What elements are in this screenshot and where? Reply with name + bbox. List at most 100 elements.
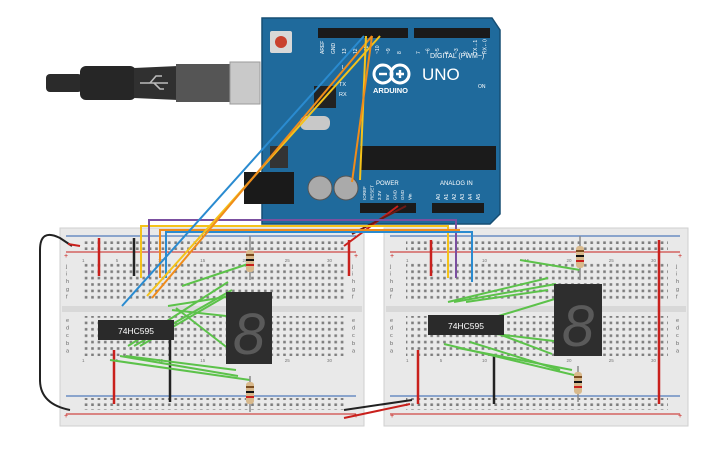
row-letter: j [65, 264, 67, 270]
board-brand: ARDUINO [373, 86, 408, 95]
column-number: 10 [482, 358, 488, 363]
pin-label: RESET [370, 185, 375, 200]
chip-label: 74HC595 [118, 326, 154, 336]
row-letter: j [675, 264, 677, 270]
pin-label: AREF [320, 41, 326, 54]
row-letter: d [66, 326, 69, 332]
column-number: 1 [82, 258, 85, 263]
rail-plus-label: + [64, 413, 68, 420]
column-number: 25 [609, 258, 615, 263]
row-letter: a [676, 348, 680, 354]
row-letter: c [66, 333, 69, 339]
pin-label: RX←0 [483, 39, 489, 54]
row-letter: i [390, 272, 391, 278]
row-letter: i [66, 272, 67, 278]
seven-segment-display-right: 8 [554, 284, 602, 359]
column-number: 20 [567, 258, 573, 263]
column-number: 20 [243, 258, 249, 263]
digital-header-label: DIGITAL (PWM~) [430, 53, 484, 60]
column-number: 5 [440, 358, 443, 363]
pin-label: 7 [416, 51, 422, 54]
atmega-chip [360, 146, 496, 170]
pin-label: A0 [436, 194, 442, 200]
pin-label: GND [400, 189, 405, 200]
display-digit: 8 [562, 294, 594, 359]
pin-label: ~3 [454, 48, 460, 54]
usb-icon [140, 75, 168, 90]
column-number: 1 [406, 358, 409, 363]
pin-label: TX→1 [473, 40, 479, 54]
row-letter: j [351, 264, 353, 270]
column-number: 15 [200, 258, 206, 263]
pin-label: 12 [353, 48, 359, 54]
rx-led-label: RX [339, 92, 347, 98]
pin-label: Vin [408, 193, 413, 200]
row-letter: d [390, 326, 393, 332]
rail-plus-label: + [678, 413, 682, 420]
pin-label: ~9 [386, 48, 392, 54]
column-number: 25 [285, 258, 291, 263]
digital-header-high [318, 28, 408, 38]
row-letter: g [66, 287, 69, 293]
rail-plus-label: + [354, 253, 358, 260]
row-letter: d [676, 326, 679, 332]
crystal [300, 116, 330, 130]
chip-label: 74HC595 [448, 321, 484, 331]
pin-label: GND [392, 189, 397, 200]
row-letter: h [352, 279, 355, 285]
rail-plus-label: + [64, 253, 68, 260]
l-led-label: L [342, 65, 345, 71]
pin-label: ~10 [375, 45, 381, 54]
shift-register-chip-right: 74HC595 [428, 315, 504, 335]
arduino-logo [372, 63, 411, 85]
row-letter: c [352, 333, 355, 339]
pin-label: ~6 [426, 48, 432, 54]
row-letter: h [66, 279, 69, 285]
row-letter: h [390, 279, 393, 285]
digital-header-low [414, 28, 490, 38]
pin-label: A4 [468, 194, 474, 200]
on-led-label: ON [478, 84, 486, 90]
row-letter: c [676, 333, 679, 339]
signal-wires [121, 35, 473, 307]
capacitor-2 [333, 175, 359, 201]
row-letter: f [676, 294, 678, 300]
usb-cable [46, 61, 261, 105]
column-number: 25 [285, 358, 291, 363]
column-number: 15 [200, 358, 206, 363]
row-letter: j [389, 264, 391, 270]
column-number: 1 [82, 358, 85, 363]
column-number: 10 [482, 258, 488, 263]
analog-header-label: ANALOG IN [440, 181, 473, 187]
pin-label: 13 [342, 48, 348, 54]
column-number: 30 [327, 258, 333, 263]
seven-segment-display-left: 8 [226, 292, 272, 367]
row-letter: h [676, 279, 679, 285]
row-letter: e [390, 318, 393, 324]
row-letter: e [66, 318, 69, 324]
row-letter: g [676, 287, 679, 293]
analog-header [432, 203, 484, 213]
row-letter: e [676, 318, 679, 324]
column-number: 5 [440, 258, 443, 263]
row-letter: f [390, 294, 392, 300]
column-number: 20 [567, 358, 573, 363]
pin-label: 4 [445, 51, 451, 54]
shift-register-chip-left: 74HC595 [98, 320, 174, 340]
row-letter: b [352, 341, 355, 347]
pin-label: A5 [476, 194, 482, 200]
power-jack [244, 172, 294, 204]
row-letter: i [352, 272, 353, 278]
resistor [574, 366, 582, 402]
rail-plus-label: + [354, 413, 358, 420]
capacitor-1 [307, 175, 333, 201]
row-letter: f [66, 294, 68, 300]
pin-label: ~5 [435, 48, 441, 54]
row-letter: c [390, 333, 393, 339]
power-header-label: POWER [376, 181, 399, 187]
arduino-uno-board: DIGITAL (PWM~) UNO ARDUINO ON L TX RX PO… [244, 17, 501, 225]
